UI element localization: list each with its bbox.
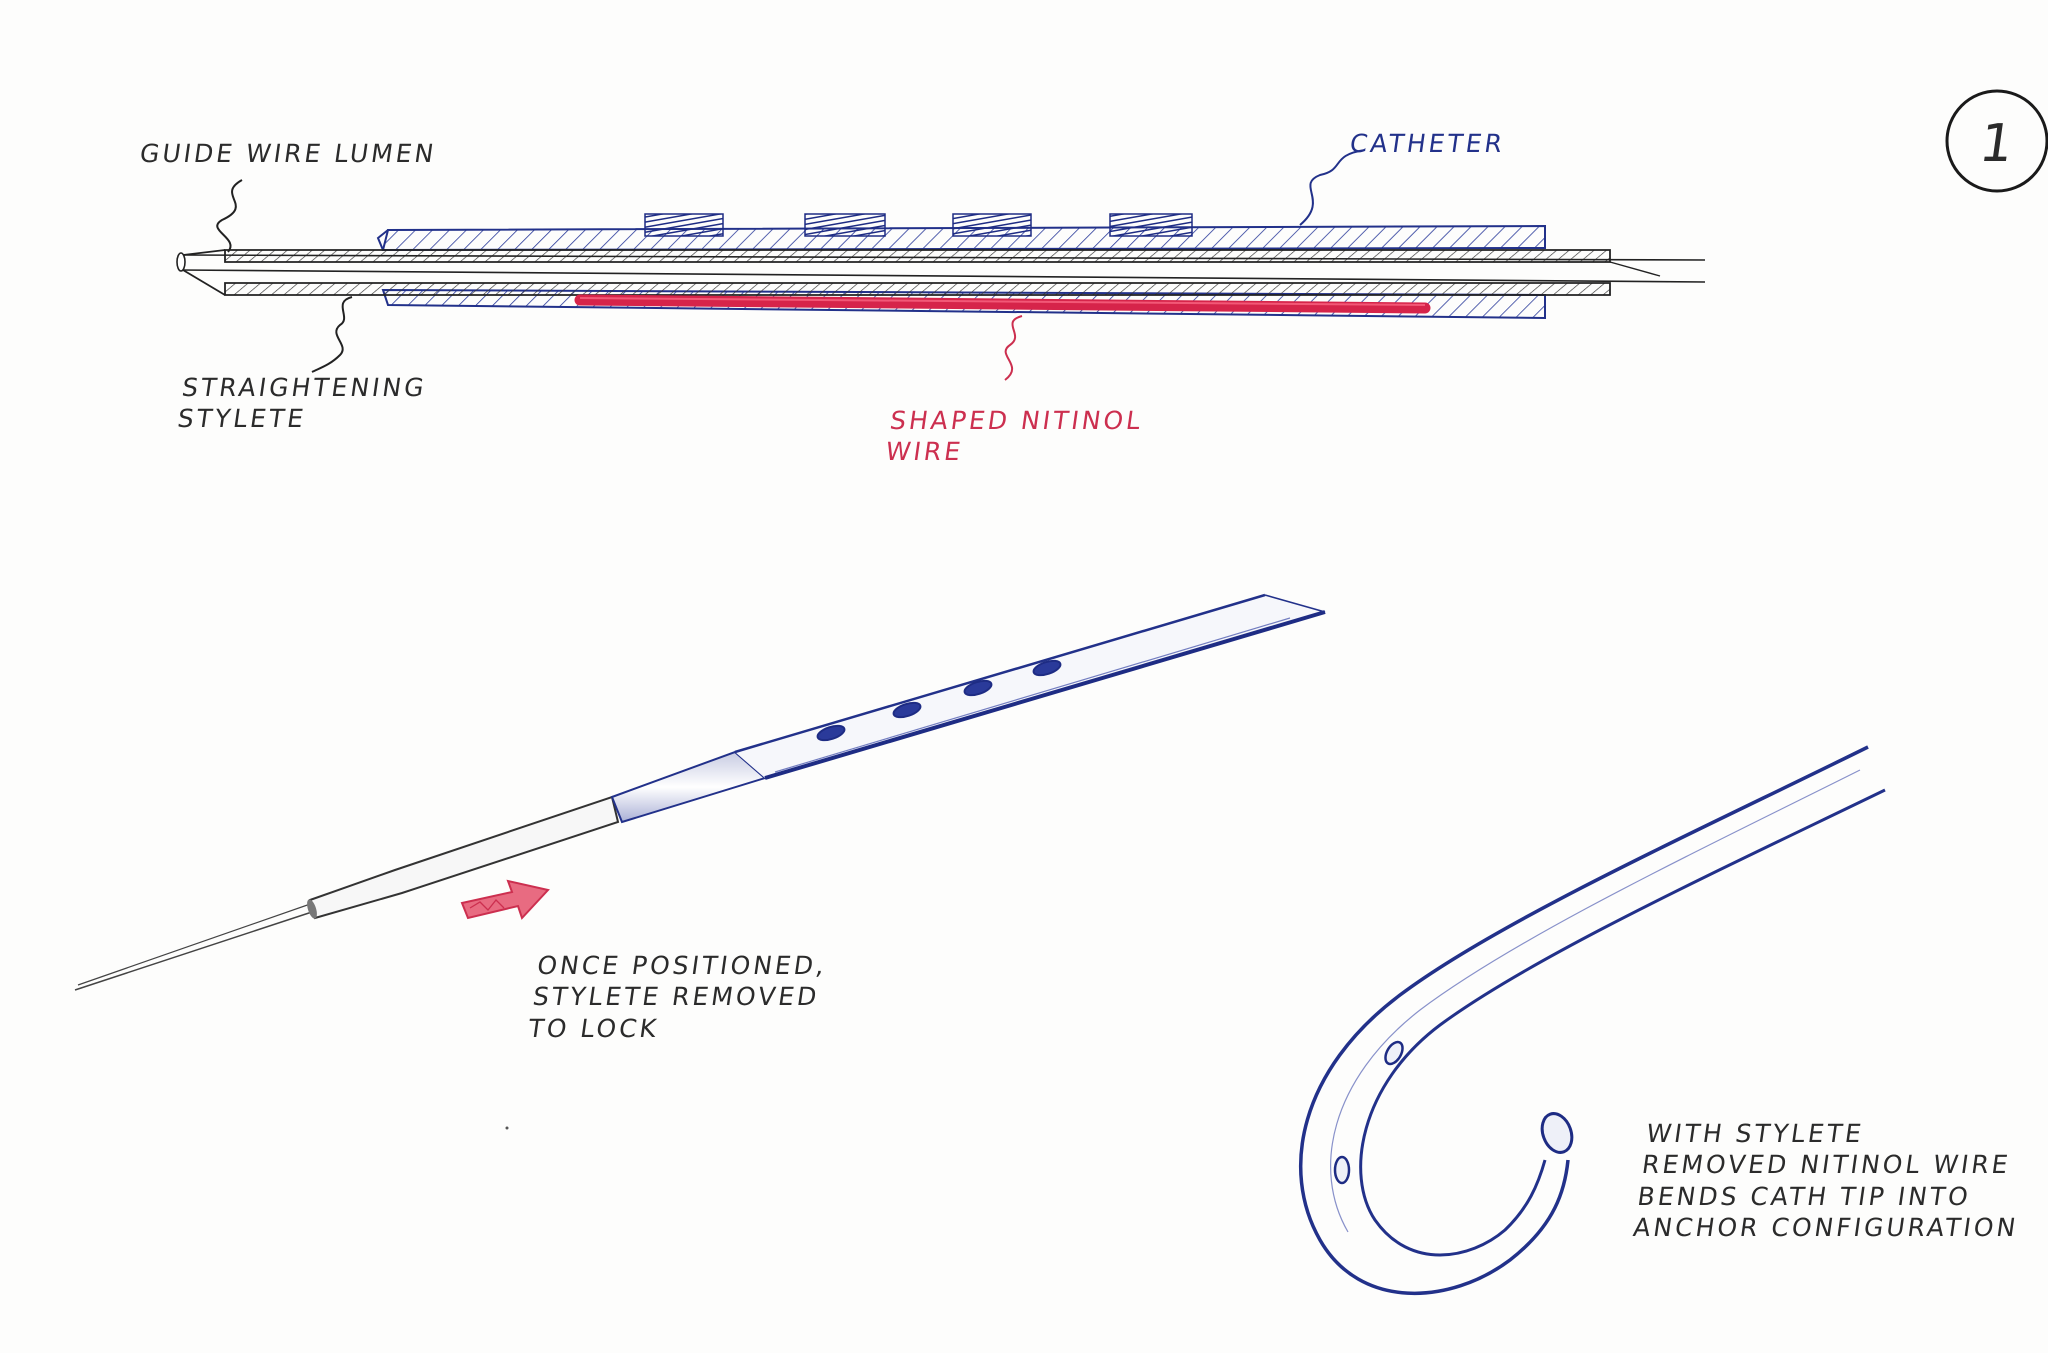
label-once-positioned: ONCE POSITIONED, STYLETE REMOVED TO LOCK [526,951,830,1043]
stylete-leader [311,296,353,373]
guide-wire-lumen [176,252,1706,283]
label-guide-wire-lumen: GUIDE WIRE LUMEN [137,139,439,168]
stylete-body [307,795,620,920]
catheter-shaft [734,593,1326,780]
catheter-cross-section [176,149,1706,381]
catheter-leader [1299,149,1366,226]
sheet-number-circle [1945,89,2048,193]
j-hook-side-holes [1333,1040,1404,1185]
label-straightening-stylete: STRAIGHTENING STYLETE [175,373,429,434]
catheter-perspective [74,593,1326,1130]
arrow-right-icon [460,879,550,920]
nitinol-wire [574,294,1431,314]
catheter-taper [610,750,768,824]
j-hook-inner [1359,788,1886,1257]
label-shaped-nitinol-wire: SHAPED NITINOL WIRE [883,406,1146,467]
j-hook-outer [1298,745,1869,1295]
needle-tip [74,901,319,991]
label-catheter: CATHETER [1347,129,1507,158]
marker-bands [644,213,1193,237]
guide-wire-leader [216,179,243,253]
side-holes [816,659,1062,742]
j-hook-tip-opening [1540,1112,1574,1154]
label-with-stylete-removed: WITH STYLETE REMOVED NITINOL WIRE BENDS … [1631,1119,2021,1242]
anchor-configuration [1298,745,1886,1295]
nitinol-leader [1004,315,1023,381]
